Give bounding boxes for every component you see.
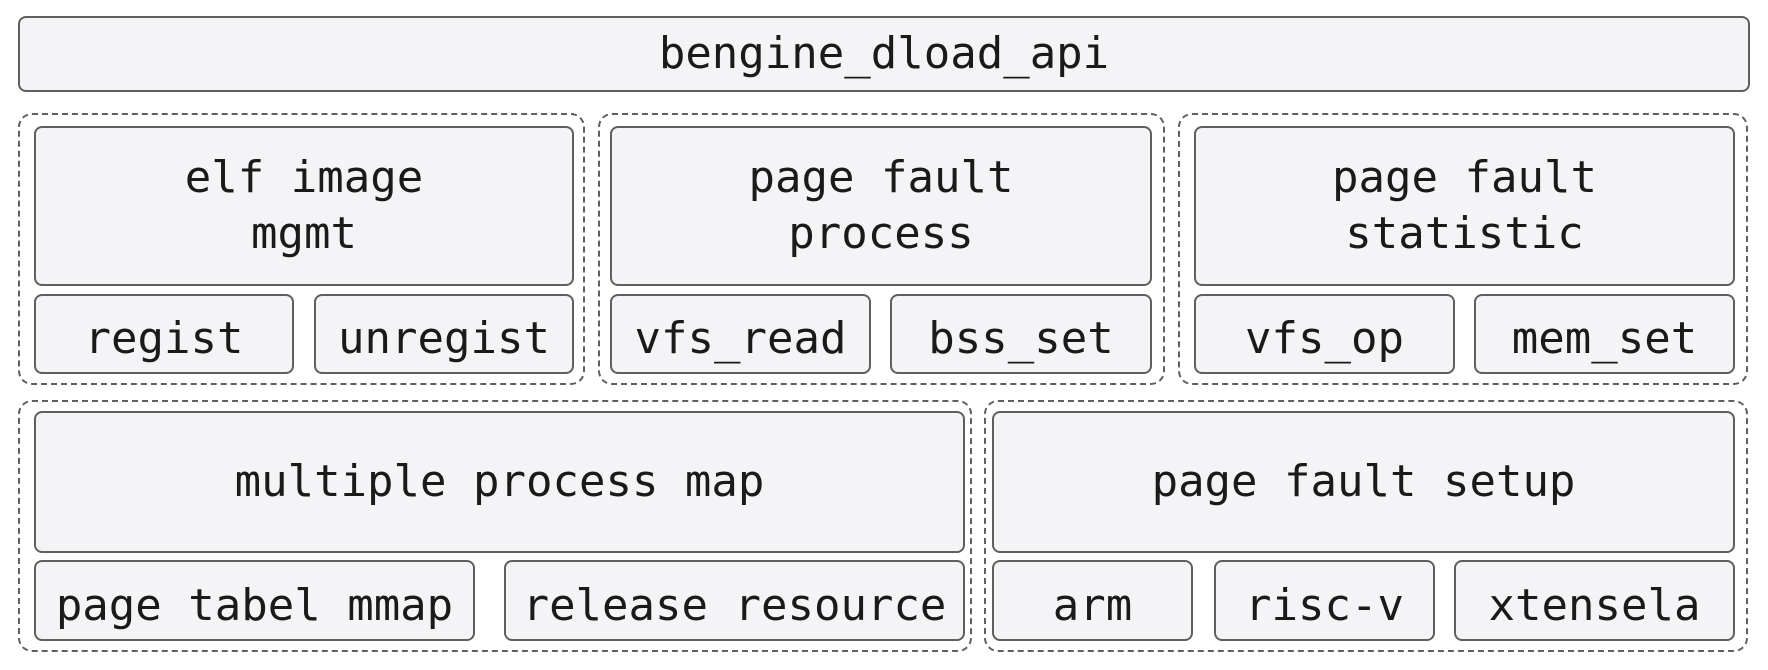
mem-set-label: mem_set xyxy=(1511,313,1698,364)
xtensela-label: xtensela xyxy=(1488,579,1701,631)
elf-image-mgmt-box: elf image mgmt xyxy=(34,126,574,286)
release-resource-box: release resource xyxy=(504,560,965,641)
release-resource-label: release resource xyxy=(522,579,947,631)
page-tabel-mmap-label: page tabel mmap xyxy=(55,579,454,631)
page-fault-process-box: page fault process xyxy=(610,126,1152,286)
vfs-read-box: vfs_read xyxy=(610,294,871,374)
bss-set-label: bss_set xyxy=(928,313,1114,364)
api-bar: bengine_dload_api xyxy=(18,16,1750,92)
page-fault-process-label: page fault process xyxy=(748,152,1014,259)
regist-box: regist xyxy=(34,294,294,374)
regist-label: regist xyxy=(84,313,244,364)
page-fault-setup-box: page fault setup xyxy=(992,411,1735,553)
page-fault-setup-label: page fault setup xyxy=(1151,456,1576,507)
group-page-fault-setup xyxy=(984,400,1748,652)
risc-v-label: risc-v xyxy=(1245,579,1404,631)
risc-v-box: risc-v xyxy=(1214,560,1435,641)
group-page-fault-statistic xyxy=(1178,113,1748,385)
page-tabel-mmap-box: page tabel mmap xyxy=(34,560,475,641)
vfs-read-label: vfs_read xyxy=(634,313,847,364)
unregist-label: unregist xyxy=(338,313,550,364)
unregist-box: unregist xyxy=(314,294,574,374)
group-elf-image-mgmt xyxy=(18,113,585,385)
multiple-process-map-box: multiple process map xyxy=(34,411,965,553)
page-fault-statistic-box: page fault statistic xyxy=(1194,126,1735,286)
group-multiple-process-map xyxy=(18,400,972,652)
page-fault-statistic-label: page fault statistic xyxy=(1332,152,1597,259)
multiple-process-map-label: multiple process map xyxy=(234,456,765,507)
vfs-op-label: vfs_op xyxy=(1245,313,1404,364)
arm-box: arm xyxy=(992,560,1193,641)
bss-set-box: bss_set xyxy=(890,294,1152,374)
vfs-op-box: vfs_op xyxy=(1194,294,1455,374)
mem-set-box: mem_set xyxy=(1474,294,1735,374)
arm-label: arm xyxy=(1052,579,1133,631)
xtensela-box: xtensela xyxy=(1454,560,1735,641)
group-page-fault-process xyxy=(598,113,1165,385)
api-bar-label: bengine_dload_api xyxy=(658,28,1110,79)
elf-image-mgmt-label: elf image mgmt xyxy=(184,152,424,259)
